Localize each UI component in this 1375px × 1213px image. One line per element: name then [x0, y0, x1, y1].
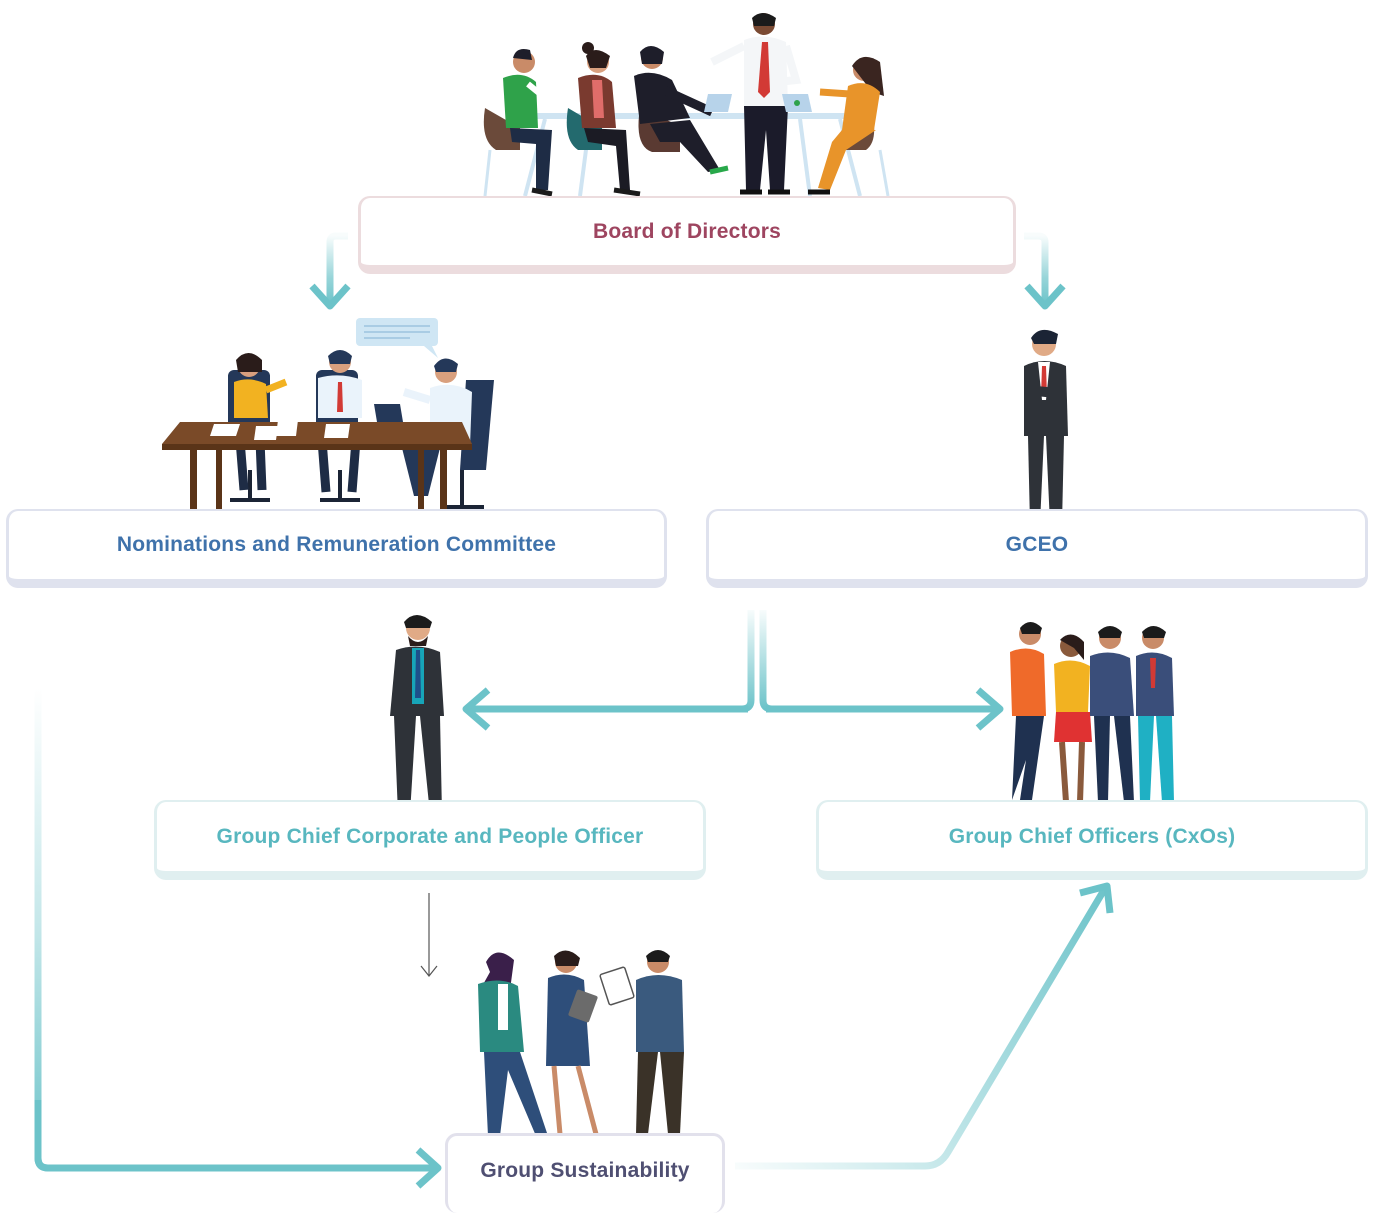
ceo-standing-illustration	[1018, 329, 1068, 529]
gceo-label: GCEO	[1005, 533, 1069, 556]
committee-meeting-illustration	[162, 318, 494, 530]
group-chief-corporate-people-officer-node: Group Chief Corporate and People Officer	[154, 800, 706, 880]
arrow-gceo-split	[462, 610, 1004, 731]
board-of-directors-label: Board of Directors	[593, 219, 781, 243]
group-sustainability-label: Group Sustainability	[480, 1158, 690, 1182]
arrow-gs-to-cxo	[735, 882, 1114, 1170]
gceo-node: GCEO	[706, 509, 1368, 588]
group-chief-corporate-people-officer-label: Group Chief Corporate and People Officer	[216, 824, 644, 848]
officer-standing-illustration	[390, 615, 448, 821]
group-chief-officers-node: Group Chief Officers (CxOs)	[816, 800, 1368, 880]
board-meeting-illustration	[483, 13, 890, 197]
nominations-remuneration-committee-node: Nominations and Remuneration Committee	[6, 509, 667, 588]
arrow-board-to-gceo	[1024, 232, 1066, 310]
group-chief-officers-label: Group Chief Officers (CxOs)	[948, 824, 1236, 848]
nominations-remuneration-committee-label: Nominations and Remuneration Committee	[116, 533, 557, 556]
arrow-nrc-to-gs	[34, 688, 442, 1189]
chief-officers-group-illustration	[1010, 622, 1174, 803]
board-of-directors-node: Board of Directors	[358, 196, 1016, 274]
arrow-gccpo-to-gs	[420, 893, 438, 977]
group-sustainability-node: Group Sustainability	[445, 1133, 725, 1213]
arrow-board-to-nrc	[309, 232, 351, 310]
sustainability-team-illustration	[478, 950, 686, 1141]
